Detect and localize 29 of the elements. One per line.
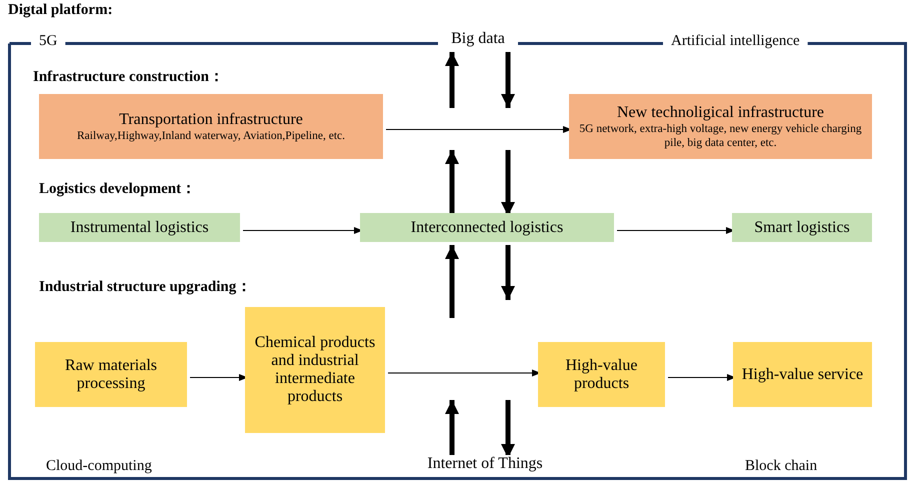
process-box: Smart logistics bbox=[732, 213, 872, 242]
thick-arrow bbox=[501, 245, 515, 300]
process-box: Raw materials processing bbox=[35, 342, 187, 407]
technology-label: Artificial intelligence bbox=[670, 33, 801, 50]
process-box: Instrumental logistics bbox=[39, 213, 240, 242]
frame-title: Digtal platform: bbox=[8, 2, 113, 19]
section-heading: Infrastructure construction： bbox=[32, 68, 225, 86]
thick-arrow bbox=[501, 400, 515, 458]
thick-arrow bbox=[445, 400, 459, 458]
section-heading: Logistics development： bbox=[38, 180, 198, 198]
process-box bbox=[569, 94, 872, 159]
thick-arrow bbox=[501, 150, 515, 216]
process-box bbox=[39, 94, 383, 159]
process-box: High-value service bbox=[733, 342, 872, 407]
box-description: Railway,Highway,Inland waterway, Aviation,Pipeline, etc. bbox=[76, 128, 346, 142]
box-description: 5G network, extra-high voltage, new energy vehicle charging pile, big data center, etc. bbox=[578, 122, 863, 150]
thick-arrow bbox=[445, 245, 459, 318]
thick-arrow bbox=[445, 150, 459, 216]
process-box: High-value products bbox=[538, 342, 665, 407]
process-box: Interconnected logistics bbox=[360, 213, 614, 242]
box-heading: Transportation infrastructure bbox=[119, 110, 303, 128]
section-heading: Industrial structure upgrading： bbox=[38, 278, 252, 296]
box-heading: New technoligical infrastructure bbox=[616, 104, 824, 122]
thick-arrow bbox=[501, 52, 515, 108]
technology-label: Block chain bbox=[744, 458, 818, 475]
technology-label: 5G bbox=[38, 33, 58, 50]
process-box: Chemical products and industrial intermediate products bbox=[245, 307, 385, 433]
technology-label: Cloud-computing bbox=[45, 458, 153, 475]
thick-arrow bbox=[445, 52, 459, 108]
